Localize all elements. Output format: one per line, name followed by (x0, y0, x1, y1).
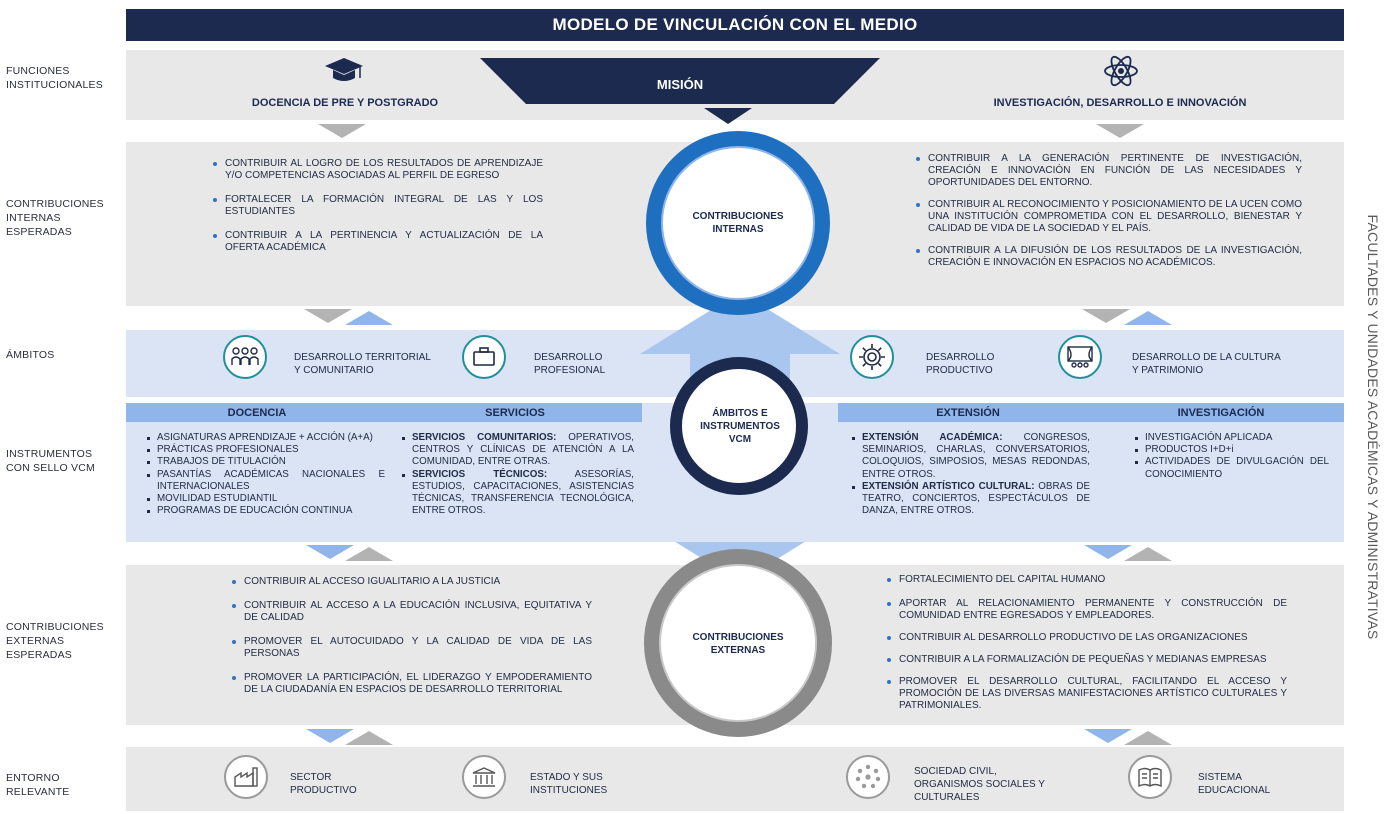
list-item: CONTRIBUIR A LA FORMALIZACIÓN DE PEQUEÑA… (887, 654, 1287, 666)
atom-icon (1104, 55, 1138, 87)
internas-left-list: CONTRIBUIR AL LOGRO DE LOS RESULTADOS DE… (213, 158, 543, 266)
list-item: ACTIVIDADES DE DIVULGACIÓN DEL CONOCIMIE… (1133, 456, 1329, 480)
book-icon (1128, 755, 1172, 799)
list-item: ASIGNATURAS APRENDIZAJE + ACCIÓN (A+A) (145, 432, 385, 444)
investigacion-list: INVESTIGACIÓN APLICADA PRODUCTOS I+D+i A… (1133, 432, 1329, 481)
instrumento-head-docencia: DOCENCIA (126, 403, 388, 422)
list-item: CONTRIBUIR A LA DIFUSIÓN DE LOS RESULTAD… (916, 245, 1302, 269)
list-item: PASANTÍAS ACADÉMICAS NACIONALES E INTERN… (145, 469, 385, 493)
gear-icon (850, 335, 894, 379)
ambitos-instrumentos-label: ÁMBITOS E INSTRUMENTOS VCM (700, 407, 780, 445)
list-item: PRÁCTICAS PROFESIONALES (145, 444, 385, 456)
arrow-down (306, 545, 354, 559)
contribuciones-internas-label: CONTRIBUCIONES INTERNAS (692, 211, 784, 235)
list-item: SERVICIOS COMUNITARIOS: OPERATIVOS, CENT… (400, 432, 634, 469)
factory-icon (224, 755, 268, 799)
row-label-externas: CONTRIBUCIONES EXTERNAS ESPERADAS (6, 621, 104, 661)
arrow-down (1084, 729, 1132, 743)
instrumento-head-investigacion: INVESTIGACIÓN (1098, 403, 1344, 422)
list-item: EXTENSIÓN ACADÉMICA: CONGRESOS, SEMINARI… (850, 432, 1090, 481)
arrow-down (1084, 545, 1132, 559)
list-item: PROMOVER LA PARTICIPACIÓN, EL LIDERAZGO … (232, 672, 592, 696)
arrow-up (345, 731, 393, 745)
list-item: CONTRIBUIR AL ACCESO A LA EDUCACIÓN INCL… (232, 600, 592, 624)
externas-right-list: FORTALECIMIENTO DEL CAPITAL HUMANO APORT… (887, 574, 1287, 724)
list-item: APORTAR AL RELACIONAMIENTO PERMANENTE Y … (887, 598, 1287, 622)
theater-icon (1058, 335, 1102, 379)
externas-left-list: CONTRIBUIR AL ACCESO IGUALITARIO A LA JU… (232, 576, 592, 708)
ambito-label: DESARROLLO PROFESIONAL (534, 352, 606, 376)
row-label-instrumentos: INSTRUMENTOS CON SELLO VCM (6, 448, 95, 474)
people-group-icon (223, 335, 267, 379)
list-item: MOVILIDAD ESTUDIANTIL (145, 493, 385, 505)
list-item: CONTRIBUIR AL DESARROLLO PRODUCTIVO DE L… (887, 632, 1287, 644)
briefcase-icon (462, 335, 506, 379)
side-label: FACULTADES Y UNIDADES ACADÉMICAS Y ADMIN… (1365, 214, 1381, 640)
docencia-heading: DOCENCIA DE PRE Y POSTGRADO (251, 97, 439, 109)
servicios-list: SERVICIOS COMUNITARIOS: OPERATIVOS, CENT… (400, 432, 634, 517)
list-item: SERVICIOS TÉCNICOS: ASESORÍAS, ESTUDIOS,… (400, 469, 634, 518)
instrumento-head-servicios: SERVICIOS (388, 403, 642, 422)
row-label-ambitos: ÁMBITOS (6, 349, 55, 361)
arrow-up (1124, 547, 1172, 561)
arrow-down (1096, 124, 1144, 138)
docencia-list: ASIGNATURAS APRENDIZAJE + ACCIÓN (A+A) P… (145, 432, 385, 517)
mision-arrow (704, 108, 752, 124)
entorno-label: SOCIEDAD CIVIL, ORGANISMOS SOCIALES Y CU… (914, 766, 1045, 803)
arrow-down (318, 124, 366, 138)
list-item: TRABAJOS DE TITULACIÓN (145, 456, 385, 468)
list-item: PROMOVER EL DESARROLLO CULTURAL, FACILIT… (887, 676, 1287, 712)
contribuciones-internas-ring (646, 131, 830, 315)
list-item: CONTRIBUIR AL ACCESO IGUALITARIO A LA JU… (232, 576, 592, 588)
list-item: CONTRIBUIR AL RECONOCIMIENTO Y POSICIONA… (916, 199, 1302, 235)
list-item: CONTRIBUIR AL LOGRO DE LOS RESULTADOS DE… (213, 158, 543, 182)
row-label-entorno: ENTORNO RELEVANTE (6, 772, 70, 798)
ambitos-instrumentos-ring (670, 357, 808, 495)
arrow-up (1124, 731, 1172, 745)
community-dots-icon (846, 755, 890, 799)
entorno-label: ESTADO Y SUS INSTITUCIONES (530, 772, 608, 796)
government-building-icon (462, 755, 506, 799)
instrumento-head-extension: EXTENSIÓN (838, 403, 1098, 422)
investigacion-heading: INVESTIGACIÓN, DESARROLLO E INNOVACIÓN (993, 97, 1247, 109)
row-label-internas: CONTRIBUCIONES INTERNAS ESPERADAS (6, 198, 104, 238)
arrow-down (1082, 309, 1130, 323)
internas-right-list: CONTRIBUIR A LA GENERACIÓN PERTINENTE DE… (916, 153, 1302, 281)
row-label-funciones: FUNCIONES INSTITUCIONALES (6, 65, 103, 91)
entorno-label: SISTEMA EDUCACIONAL (1198, 772, 1271, 796)
ambito-label: DESARROLLO TERRITORIAL Y COMUNITARIO (294, 352, 431, 376)
ambito-label: DESARROLLO PRODUCTIVO (926, 352, 995, 376)
list-item: PRODUCTOS I+D+i (1133, 444, 1329, 456)
diagram-title: MODELO DE VINCULACIÓN CON EL MEDIO (126, 9, 1344, 41)
list-item: PROMOVER EL AUTOCUIDADO Y LA CALIDAD DE … (232, 636, 592, 660)
list-item: CONTRIBUIR A LA PERTINENCIA Y ACTUALIZAC… (213, 230, 543, 254)
extension-list: EXTENSIÓN ACADÉMICA: CONGRESOS, SEMINARI… (850, 432, 1090, 517)
list-item: INVESTIGACIÓN APLICADA (1133, 432, 1329, 444)
ambito-label: DESARROLLO DE LA CULTURA Y PATRIMONIO (1132, 352, 1281, 376)
list-item: FORTALECER LA FORMACIÓN INTEGRAL DE LAS … (213, 194, 543, 218)
contribuciones-externas-ring (644, 549, 832, 737)
arrow-down (304, 309, 352, 323)
list-item: PROGRAMAS DE EDUCACIÓN CONTINUA (145, 505, 385, 517)
arrow-up (345, 311, 393, 325)
arrow-up (345, 547, 393, 561)
mision-label: MISIÓN (656, 77, 704, 92)
arrow-up (1124, 311, 1172, 325)
mision-banner (480, 58, 880, 104)
entorno-label: SECTOR PRODUCTIVO (290, 772, 357, 796)
contribuciones-externas-label: CONTRIBUCIONES EXTERNAS (692, 632, 784, 656)
list-item: CONTRIBUIR A LA GENERACIÓN PERTINENTE DE… (916, 153, 1302, 189)
list-item: EXTENSIÓN ARTÍSTICO CULTURAL: OBRAS DE T… (850, 481, 1090, 518)
arrow-down (306, 729, 354, 743)
list-item: FORTALECIMIENTO DEL CAPITAL HUMANO (887, 574, 1287, 586)
graduation-cap-icon (325, 58, 363, 81)
